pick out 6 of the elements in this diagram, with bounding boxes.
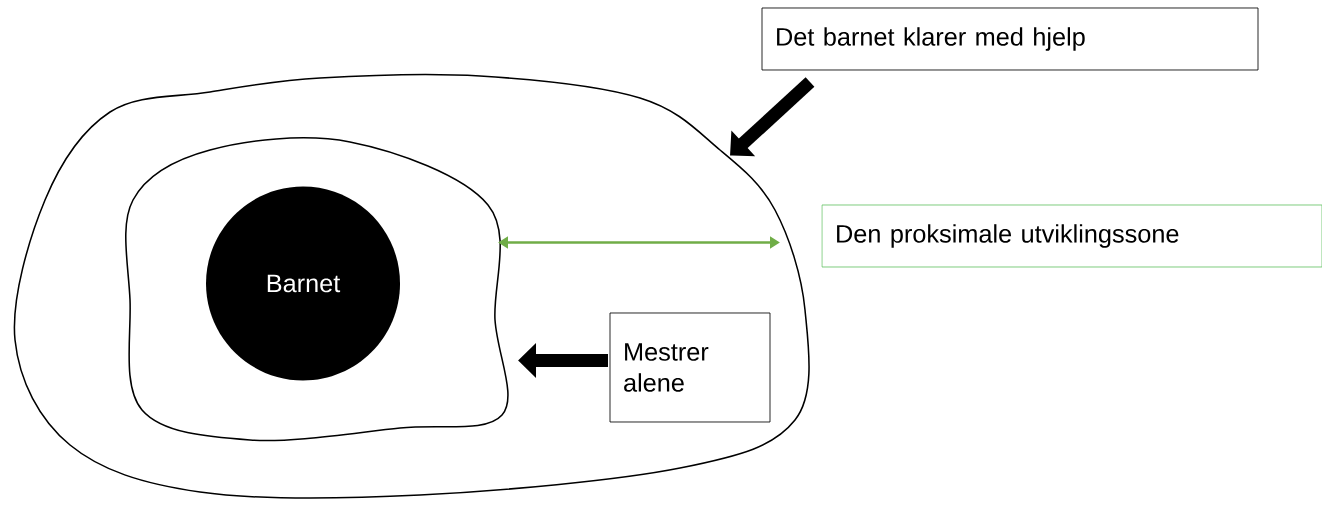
blob-outline	[13, 73, 810, 499]
text-box: Mestrer alene	[609, 312, 771, 423]
blob-outline	[125, 137, 509, 442]
text-box: Den proksimale utviklingssone	[821, 204, 1322, 268]
arrow	[730, 77, 815, 157]
text-box: Det barnet klarer med hjelp	[761, 7, 1259, 71]
